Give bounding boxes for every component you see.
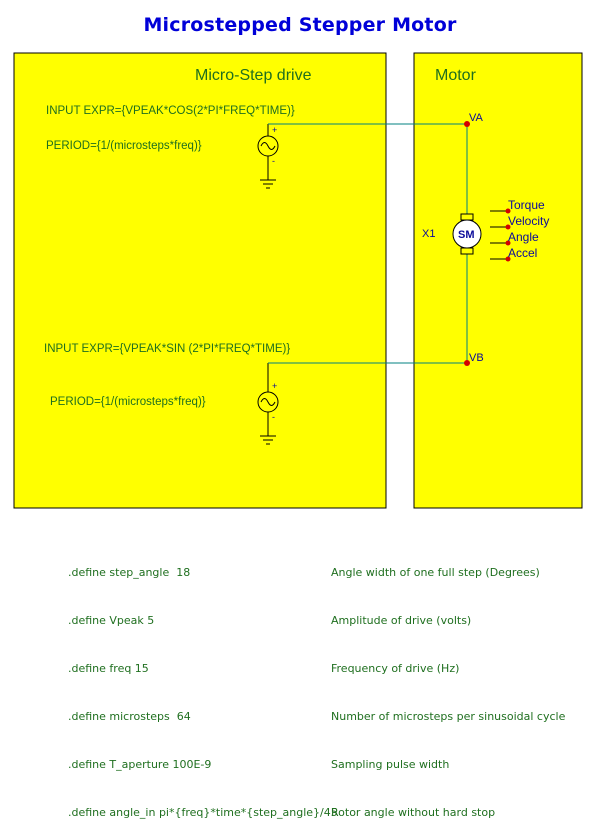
node-vb-label: VB <box>469 352 484 364</box>
node-va-marker <box>464 121 470 127</box>
voltage-source-a <box>257 124 279 189</box>
define-list: .define step_angle 18 .define Vpeak 5 .d… <box>68 533 338 837</box>
define-description: Frequency of drive (Hz) <box>331 662 460 675</box>
source-b-period: PERIOD={1/(microsteps*freq)} <box>50 396 206 408</box>
motor-symbol-label: SM <box>458 229 475 241</box>
define-description-list: Angle width of one full step (Degrees) A… <box>331 533 565 837</box>
motor-block-title: Motor <box>435 67 477 84</box>
source-a-minus: - <box>272 156 275 166</box>
define-code-line: .define step_angle 18 <box>68 566 191 579</box>
source-a-period: PERIOD={1/(microsteps*freq)} <box>46 140 202 152</box>
node-vb-marker <box>464 360 470 366</box>
schematic-canvas: Micro-Step drive Motor INPUT EXPR={VPEAK… <box>13 52 583 509</box>
motor-block <box>413 52 583 509</box>
drive-block <box>13 52 387 509</box>
node-va-label: VA <box>469 112 484 124</box>
source-b-expr: INPUT EXPR={VPEAK*SIN (2*PI*FREQ*TIME)} <box>44 343 290 355</box>
source-b-plus: + <box>272 381 277 391</box>
motor-ref-label: X1 <box>422 228 435 240</box>
voltage-source-b <box>257 363 279 445</box>
stepper-motor-symbol <box>452 213 482 255</box>
define-description: Rotor angle without hard stop <box>331 806 496 819</box>
diagram-title: Microstepped Stepper Motor <box>143 14 457 36</box>
output-velocity-label: Velocity <box>508 214 549 228</box>
define-description: Number of microsteps per sinusoidal cycl… <box>331 710 566 723</box>
motor-output-pins <box>490 208 511 262</box>
define-code-line: .define Vpeak 5 <box>68 614 155 627</box>
output-angle-label: Angle <box>508 230 539 244</box>
output-torque-label: Torque <box>508 198 545 212</box>
define-description: Amplitude of drive (volts) <box>331 614 472 627</box>
define-description: Sampling pulse width <box>331 758 450 771</box>
define-code-line: .define angle_in pi*{freq}*time*{step_an… <box>68 806 338 819</box>
output-accel-label: Accel <box>508 246 537 260</box>
source-a-expr: INPUT EXPR={VPEAK*COS(2*PI*FREQ*TIME)} <box>46 105 295 117</box>
source-a-plus: + <box>272 125 277 135</box>
drive-block-title: Micro-Step drive <box>195 67 312 84</box>
source-b-minus: - <box>272 412 275 422</box>
define-code-line: .define microsteps 64 <box>68 710 191 723</box>
define-description: Angle width of one full step (Degrees) <box>331 566 540 579</box>
define-code-line: .define freq 15 <box>68 662 149 675</box>
define-code-line: .define T_aperture 100E-9 <box>68 758 212 771</box>
